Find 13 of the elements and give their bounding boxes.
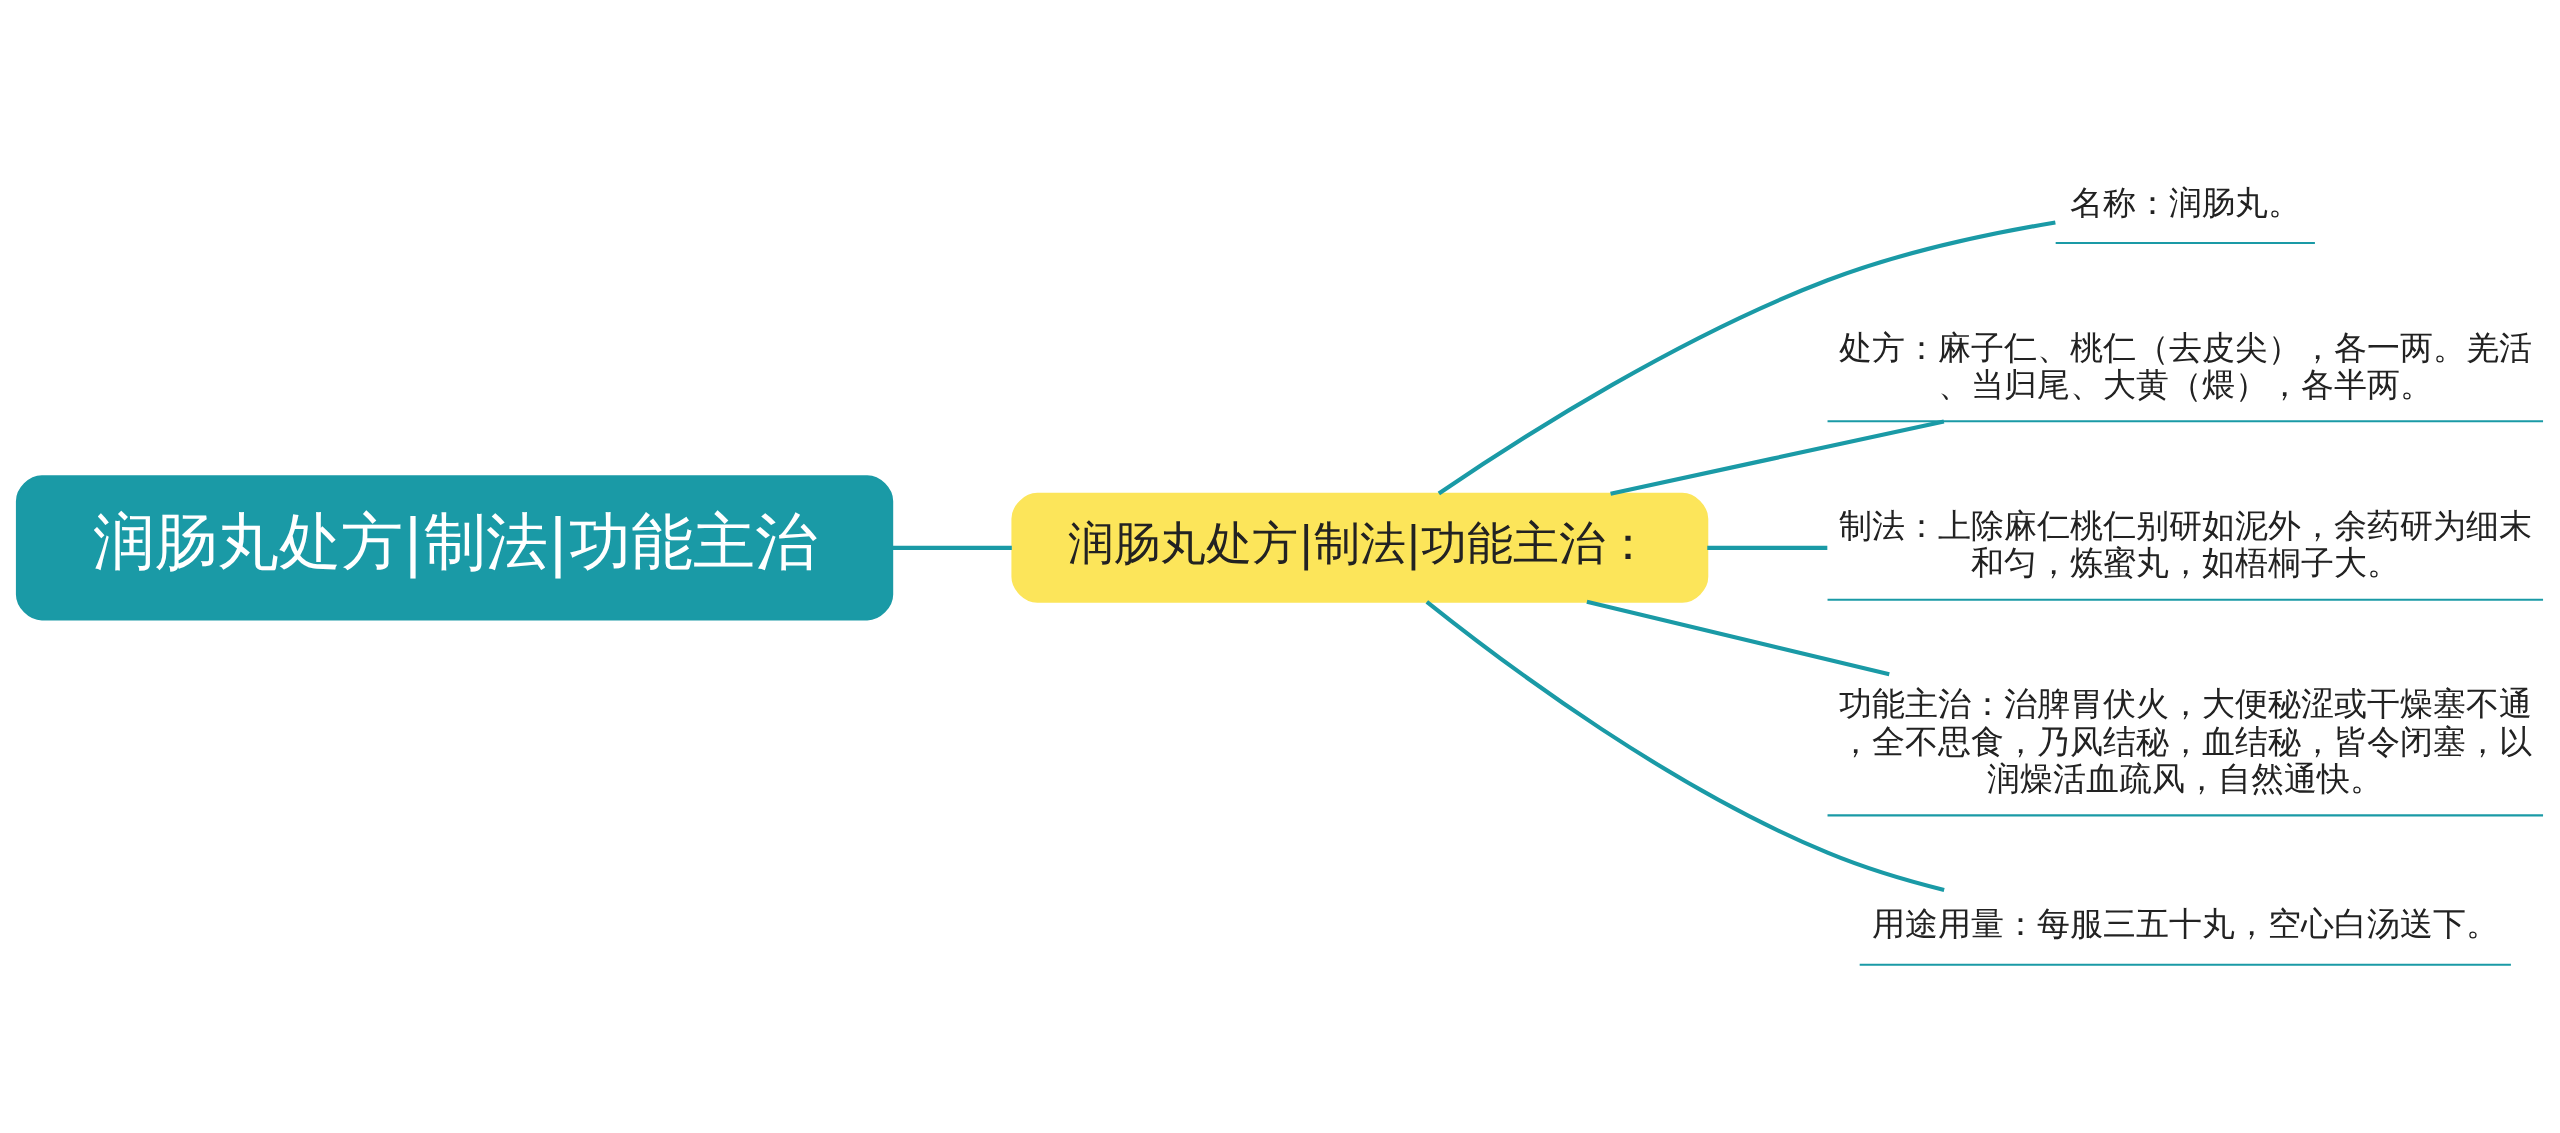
- node-text: 名称：润肠丸。: [2069, 182, 2301, 222]
- node-text: 制法：上除麻仁桃仁别研如泥外，余药研为细末和匀，炼蜜丸，如梧桐子大。: [1838, 506, 2532, 583]
- connector: [1707, 545, 1828, 550]
- node-text: 功能主治：治脾胃伏火，大便秘涩或干燥塞不通，全不思食，乃风结秘，血结秘，皆令闭塞，以润燥活血疏风，自然通快。: [1838, 684, 2532, 799]
- node-box: 润肠丸处方|制法|功能主治：: [1011, 492, 1709, 603]
- node-box: 润肠丸处方|制法|功能主治: [15, 475, 894, 621]
- node-text: 处方：麻子仁、桃仁（去皮尖），各一两。羌活、当归尾、大黄（煨），各半两。: [1838, 327, 2532, 405]
- connector: [1610, 419, 1945, 496]
- connector: [1425, 600, 1945, 893]
- connector: [1437, 220, 2056, 496]
- connector: [892, 545, 1012, 550]
- connector: [1586, 599, 1890, 677]
- node-text: 用途用量：每服三五十丸，空心白汤送下。: [1871, 904, 2499, 944]
